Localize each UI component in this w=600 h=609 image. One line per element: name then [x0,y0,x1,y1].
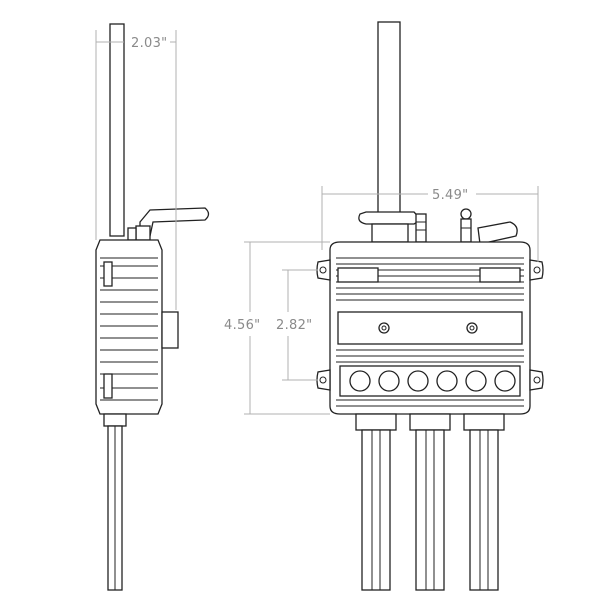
front-middle-fins [336,349,524,363]
side-width-dimension: 2.03" [95,30,177,310]
port-6 [494,370,516,392]
front-vent-right [479,267,521,283]
side-view [95,23,210,591]
gland-3 [463,413,505,431]
front-width-dimension: 5.49" [321,186,539,262]
ear-upper-right [529,259,544,281]
mount-spacing-label: 2.82" [276,318,312,333]
front-width-label: 5.49" [432,188,468,203]
height-dimension: 4.56" [224,241,330,415]
ear-lower-left [316,369,331,391]
plate-screw-left [378,322,390,334]
port-2 [378,370,400,392]
cable-2 [415,429,445,591]
front-antenna [377,21,401,235]
front-view [316,21,544,591]
side-tab-upper [103,261,113,287]
front-connector-right [460,218,472,243]
port-5 [465,370,487,392]
port-1 [349,370,371,392]
side-tab-lower [103,373,113,399]
front-connector-left [415,213,427,243]
plate-screw-right [466,322,478,334]
ear-lower-right [529,369,544,391]
front-cables [355,413,505,591]
side-bracket [161,311,179,349]
gland-2 [409,413,451,431]
mount-spacing-dimension: 2.82" [276,269,318,381]
port-3 [407,370,429,392]
side-angled-antenna [139,207,210,237]
front-vent-left [337,267,379,283]
cable-3 [469,429,499,591]
side-width-label: 2.03" [131,36,167,51]
height-label: 4.56" [224,318,260,333]
side-connector [135,225,151,241]
front-bottom-fins [336,399,524,407]
side-gland [103,413,127,427]
side-antenna-top [109,23,125,237]
side-connector-small [127,227,137,241]
front-connector-cap [460,208,472,220]
front-handle [477,221,518,245]
front-antenna-base [358,211,419,225]
cable-1 [361,429,391,591]
ear-upper-left [316,259,331,281]
gland-1 [355,413,397,431]
port-4 [436,370,458,392]
front-label-plate [337,311,523,345]
front-antenna-mount [371,223,409,243]
